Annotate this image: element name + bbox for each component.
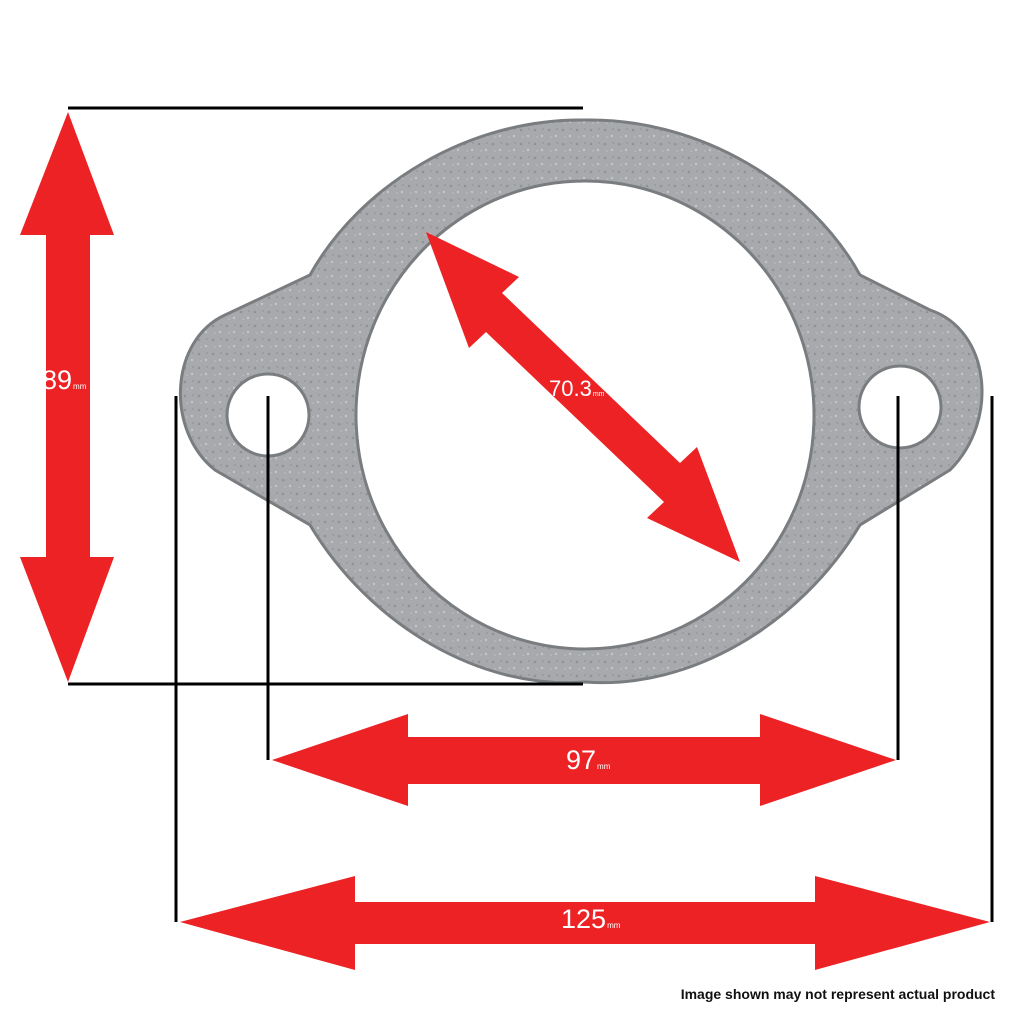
overall-width-unit: mm: [607, 921, 621, 930]
bolt-spacing-arrow: [272, 714, 896, 806]
overall-width-label: 125mm: [561, 906, 620, 933]
gasket-body: [178, 118, 984, 685]
height-value: 89: [42, 365, 73, 395]
overall-width-value: 125: [561, 904, 607, 934]
bore-diameter-label: 70.3mm: [549, 378, 605, 400]
bolt-spacing-label: 97mm: [566, 747, 610, 774]
bore-diameter-arrow: [426, 232, 740, 562]
dimension-arrows: [20, 112, 990, 970]
overall-width-arrow: [180, 876, 990, 970]
disclaimer-text: Image shown may not represent actual pro…: [680, 986, 995, 1002]
leader-lines: [68, 106, 994, 922]
bore-diameter-unit: mm: [592, 391, 605, 398]
bolt-spacing-value: 97: [566, 745, 597, 775]
bolt-spacing-unit: mm: [597, 762, 611, 771]
bore-diameter-value: 70.3: [549, 376, 592, 401]
height-label: 89mm: [42, 367, 86, 394]
height-arrow: [20, 112, 114, 682]
height-unit: mm: [73, 382, 87, 391]
